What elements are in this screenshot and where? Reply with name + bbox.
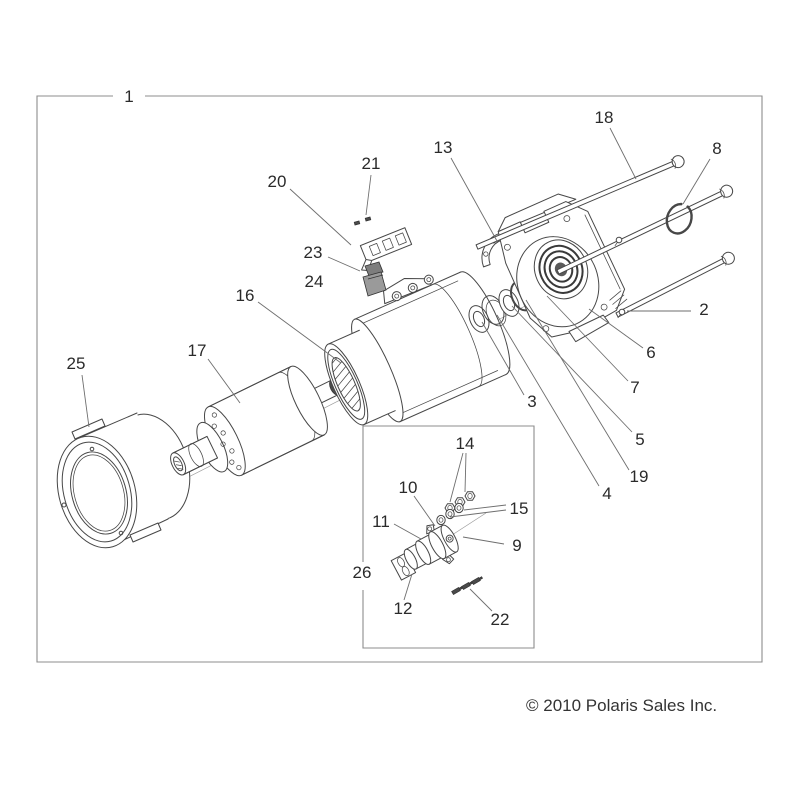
- stator-housing: [324, 271, 511, 426]
- callout-14: 14: [456, 434, 475, 453]
- callout-19: 19: [630, 467, 649, 486]
- callout-26: 26: [353, 563, 372, 582]
- callout-8: 8: [712, 139, 721, 158]
- callout-2: 2: [699, 300, 708, 319]
- callout-24: 24: [305, 272, 324, 291]
- callout-25: 25: [67, 354, 86, 373]
- commutator-holes: [211, 412, 242, 471]
- brush-assembly: [362, 261, 387, 297]
- callout-16: 16: [236, 286, 255, 305]
- armature: [170, 365, 340, 477]
- brush-block: [362, 271, 387, 297]
- callout-10: 10: [399, 478, 418, 497]
- terminal-studs: [391, 274, 434, 302]
- flat-washer: [498, 289, 520, 317]
- callout-labels: 1 2 3 4 5 6 7 8 9 10 11 12 13 14 15 16 1…: [67, 87, 722, 629]
- through-bolt-middle: [556, 184, 734, 275]
- drive-end-cap: [56, 412, 191, 549]
- inner-detail-box: [362, 425, 535, 649]
- callout-17: 17: [188, 341, 207, 360]
- housing-screws: [614, 236, 626, 319]
- callout-18: 18: [595, 108, 614, 127]
- callout-1: 1: [124, 87, 133, 106]
- callout-15: 15: [510, 499, 529, 518]
- lock-washers: [436, 502, 464, 526]
- callout-6: 6: [646, 343, 655, 362]
- callout-9: 9: [512, 536, 521, 555]
- outer-border: [36, 95, 763, 663]
- callout-12: 12: [394, 599, 413, 618]
- callout-11: 11: [372, 512, 390, 531]
- callout-5: 5: [635, 430, 644, 449]
- callout-23: 23: [304, 243, 323, 262]
- leader-lines: [81, 127, 711, 612]
- callout-3: 3: [527, 392, 536, 411]
- callout-4: 4: [602, 484, 611, 503]
- snap-ring: [665, 202, 693, 235]
- callout-22: 22: [491, 610, 510, 629]
- brush-holder: [359, 227, 413, 272]
- through-bolt-bottom: [615, 251, 735, 318]
- copyright-text: © 2010 Polaris Sales Inc.: [526, 696, 717, 715]
- brush-holder-screws: [353, 216, 372, 226]
- callout-20: 20: [268, 172, 287, 191]
- solenoid-assembly: [390, 524, 459, 581]
- callout-7: 7: [630, 378, 639, 397]
- through-bolt-top: [475, 155, 685, 250]
- callout-13: 13: [434, 138, 453, 157]
- callout-21: 21: [362, 154, 381, 173]
- mounting-screws: [451, 576, 483, 596]
